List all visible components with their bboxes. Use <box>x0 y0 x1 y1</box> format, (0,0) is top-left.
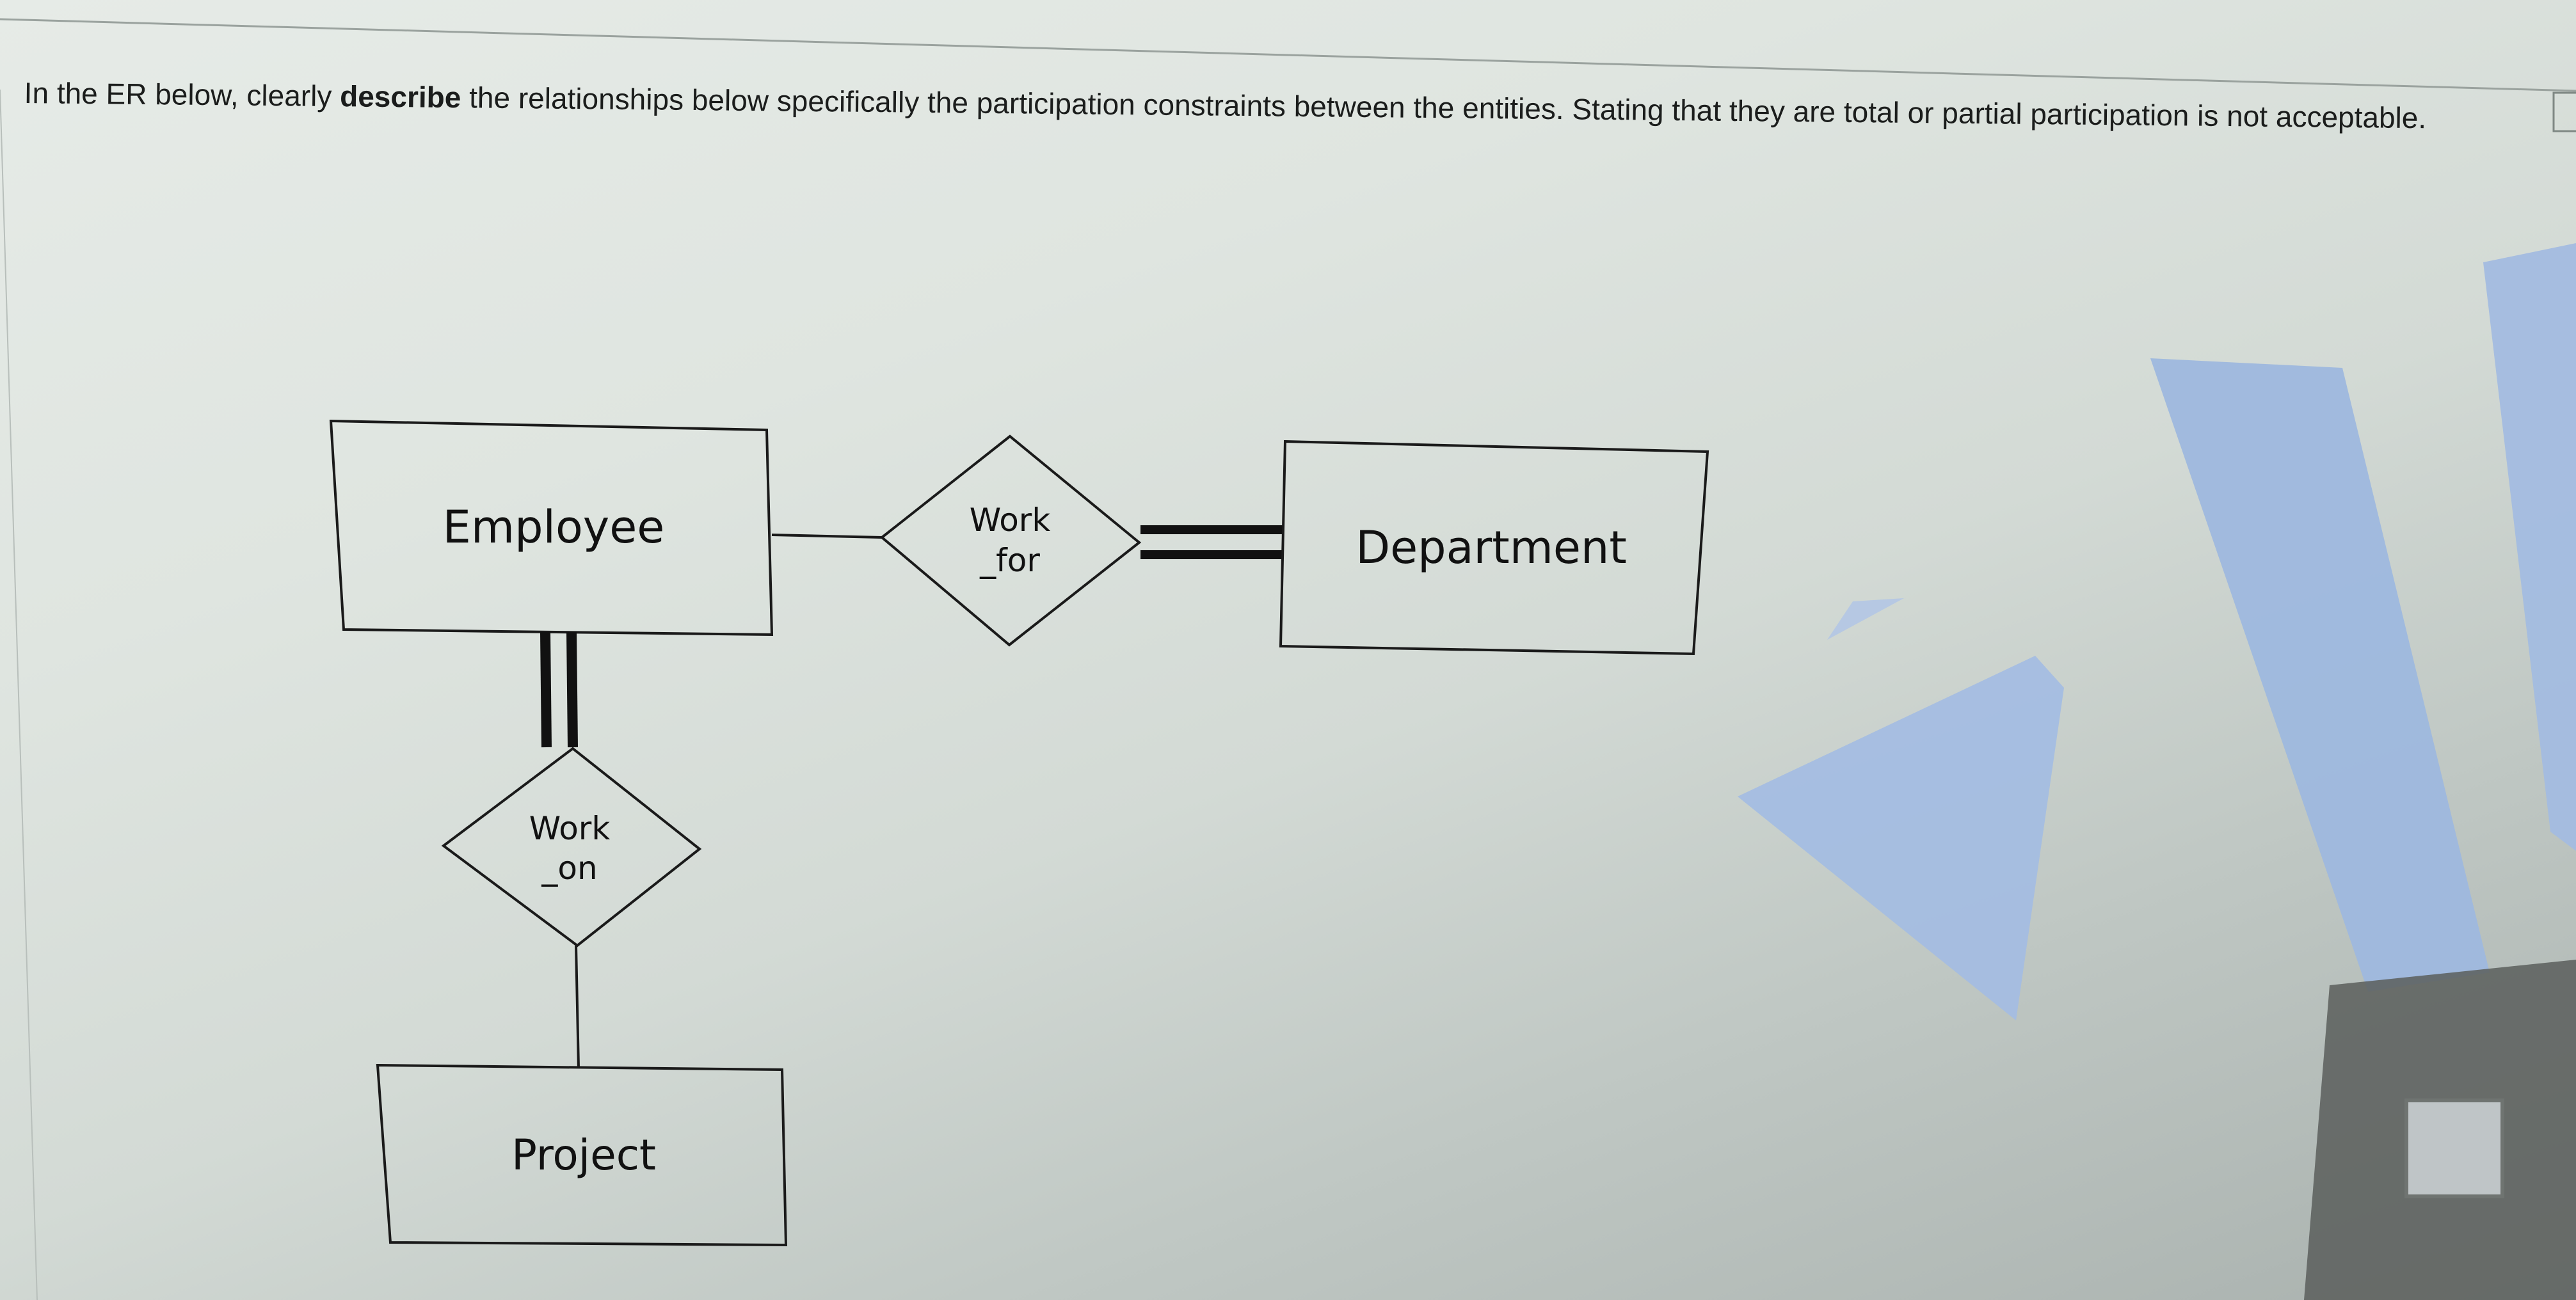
reflection-triangle <box>1738 656 2064 1020</box>
page-top-border <box>0 18 2576 92</box>
reflection-window-frame <box>2404 1098 2504 1198</box>
entity-employee: Employee <box>329 419 774 637</box>
reflection-large-shape <box>2150 358 2490 992</box>
relationship-work-for-label-1: Work <box>970 502 1051 539</box>
entity-project-box <box>376 1063 788 1247</box>
line-work-for-department-double <box>1140 525 1283 559</box>
entity-department-box <box>1279 440 1709 656</box>
relationship-work-on-label-1: Work <box>529 810 611 847</box>
entity-employee-label: Employee <box>443 501 665 553</box>
relationship-work-on-label-2: _on <box>541 850 597 887</box>
line-employee-work-on-double <box>540 631 578 748</box>
relationship-work-on-diamond <box>441 747 702 947</box>
line-work-on-project <box>575 945 580 1069</box>
relationship-work-for: Work _for <box>879 434 1142 647</box>
reflection-window <box>2406 1100 2502 1196</box>
entity-project: Project <box>376 1063 788 1247</box>
entity-department-label: Department <box>1356 521 1627 574</box>
page-left-border <box>0 89 38 1300</box>
entity-department: Department <box>1279 440 1709 656</box>
relationship-work-for-diamond <box>879 434 1142 647</box>
relationship-work-on: Work _on <box>441 747 702 947</box>
entity-employee-box <box>329 419 774 637</box>
entity-project-label: Project <box>511 1130 656 1180</box>
line-employee-work-for <box>771 534 883 539</box>
relationship-work-for-label-2: _for <box>979 542 1040 579</box>
reflection-sliver <box>1827 598 1904 640</box>
corner-box <box>2552 91 2576 132</box>
reflection-right-strip <box>2483 243 2576 851</box>
